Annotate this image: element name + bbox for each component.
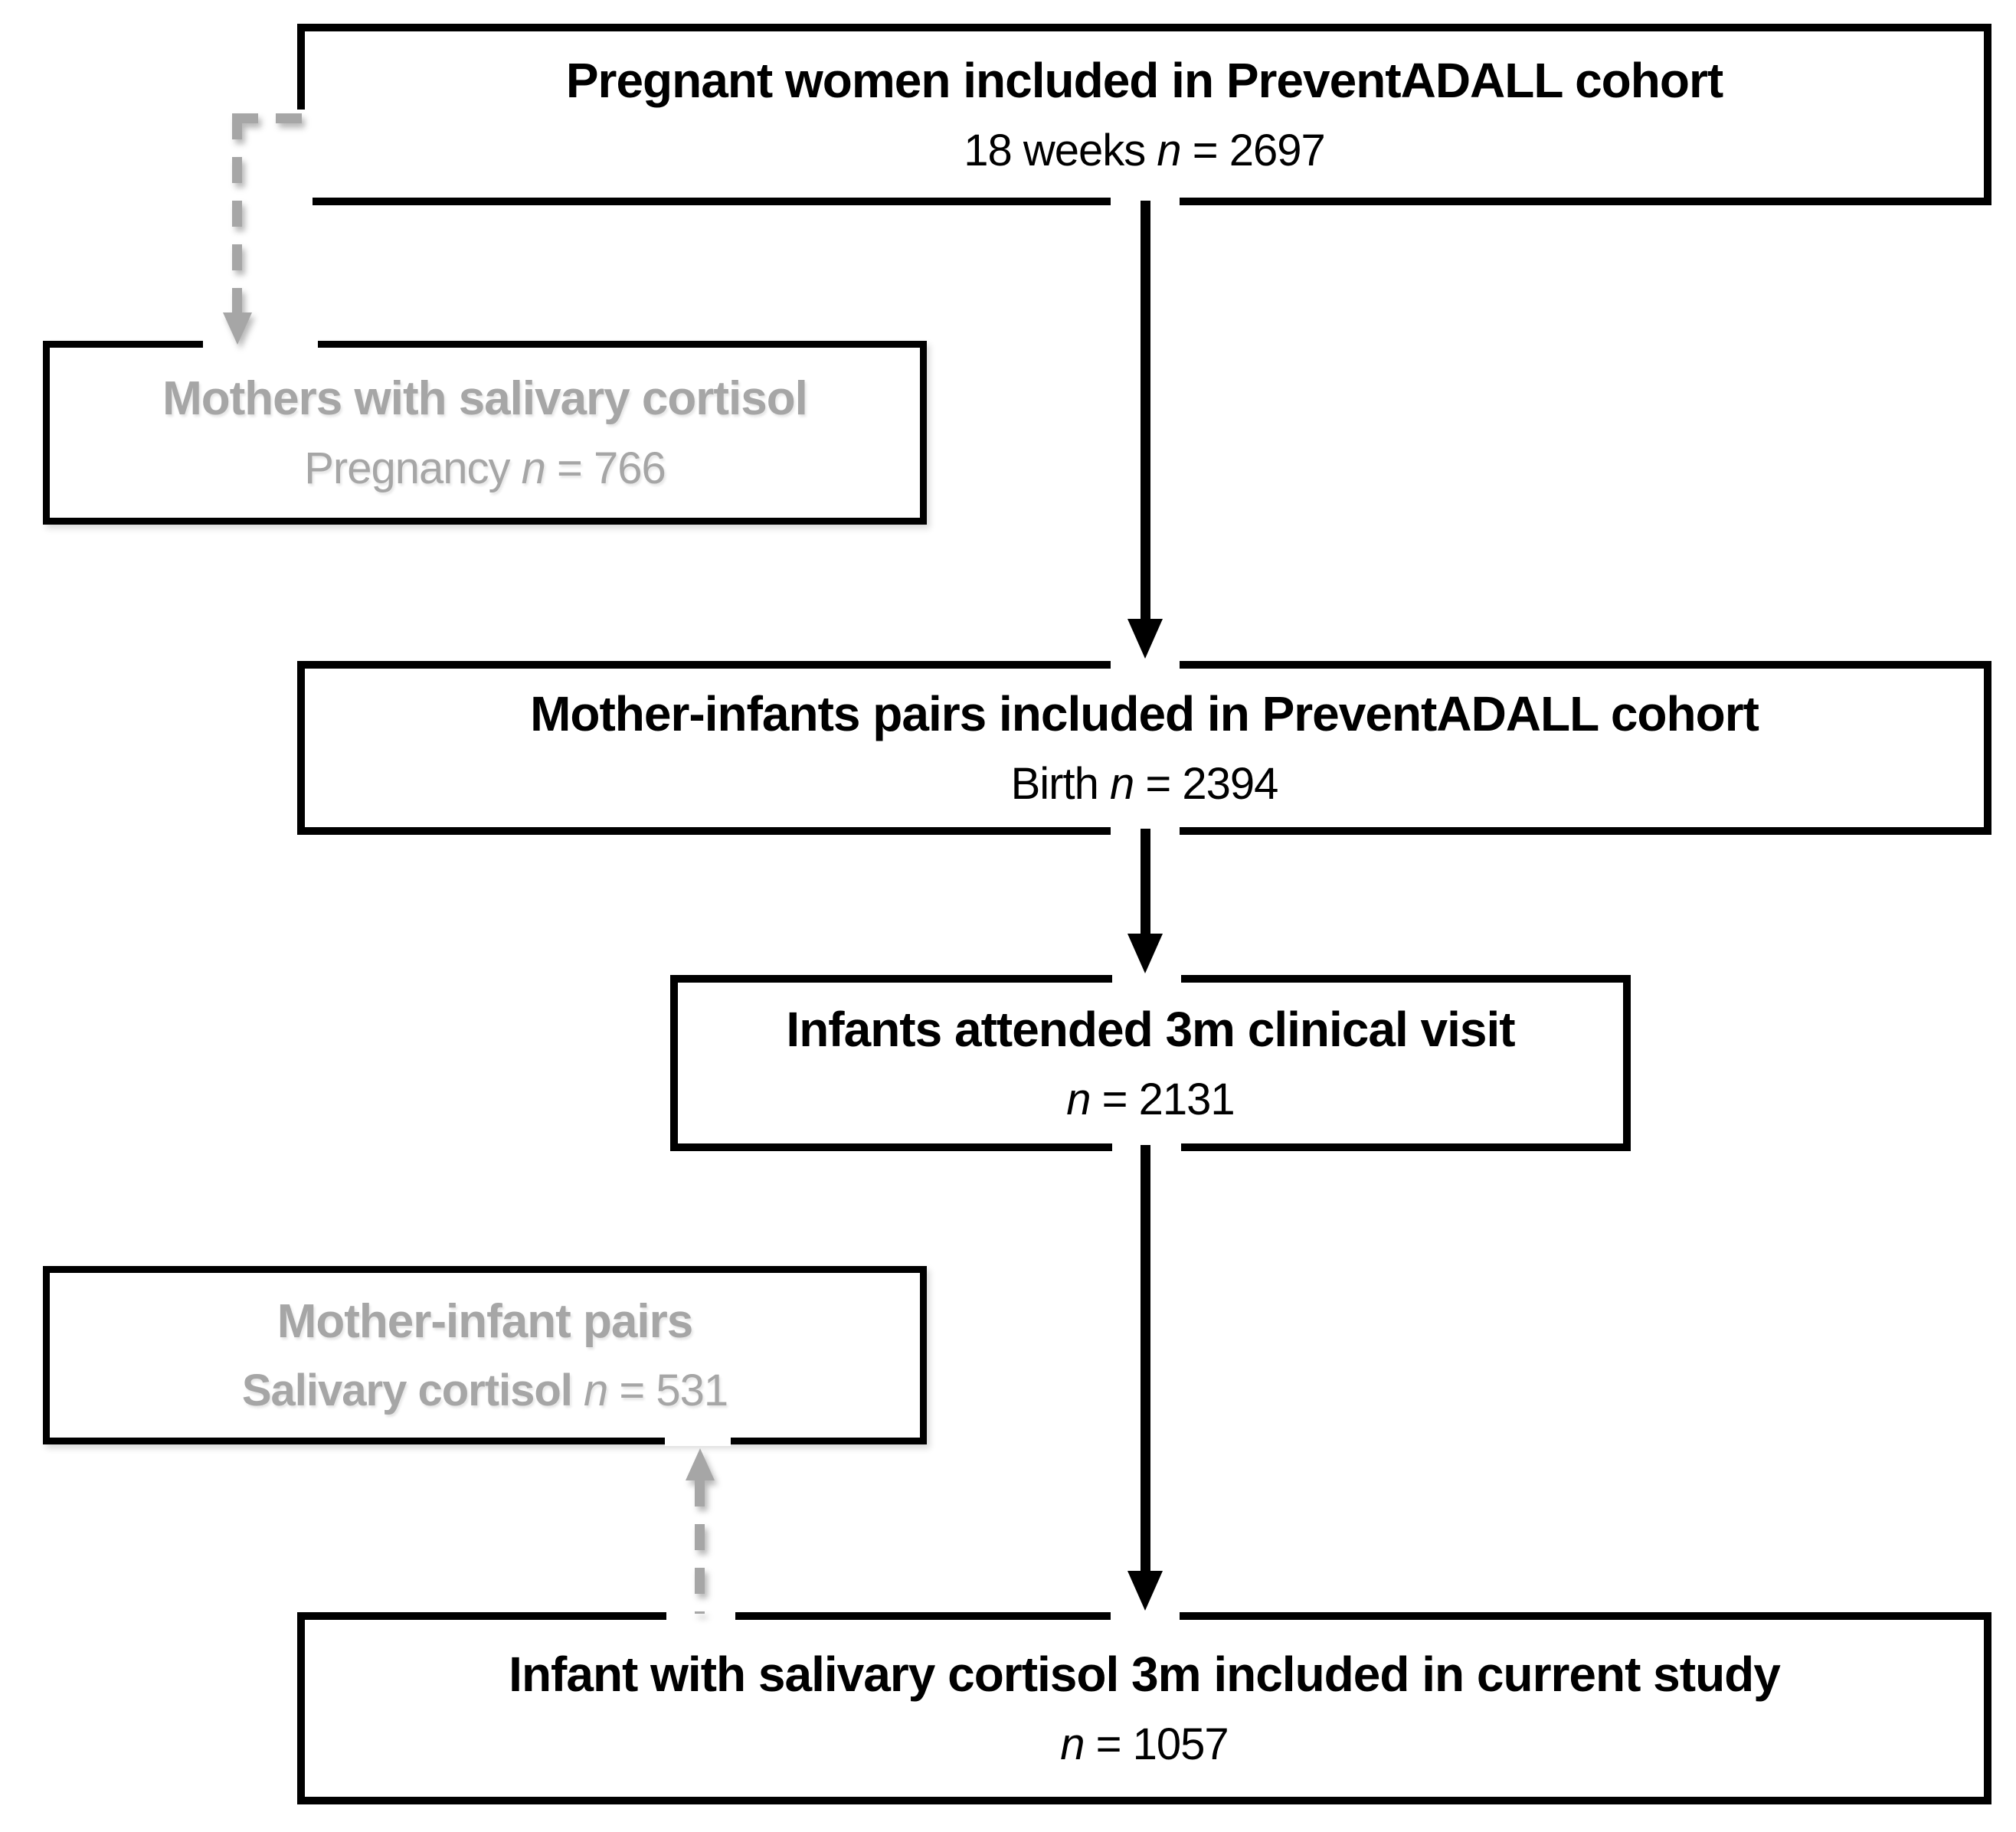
arrowhead-down-icon xyxy=(1127,619,1163,659)
arrow-line xyxy=(1141,201,1150,622)
count-n-symbol: n xyxy=(521,443,546,493)
top-box-border-bottom-right xyxy=(1180,198,1991,205)
box-current-study-count: n = 1057 xyxy=(1060,1717,1229,1773)
count-value: = 2131 xyxy=(1090,1074,1235,1124)
count-value: = 2697 xyxy=(1180,126,1326,176)
border-gap xyxy=(665,1435,731,1446)
count-value: = 2394 xyxy=(1134,759,1278,810)
count-value: = 1057 xyxy=(1084,1719,1229,1770)
count-value: = 531 xyxy=(607,1366,728,1415)
box-infants-3m-visit: Infants attended 3m clinical visit n = 2… xyxy=(670,975,1631,1151)
count-n-symbol: n xyxy=(1157,126,1181,176)
count-prefix: 18 weeks xyxy=(964,126,1157,176)
arrowhead-down-icon xyxy=(1127,934,1163,973)
arrow-line xyxy=(1141,1145,1150,1575)
count-n-symbol: n xyxy=(1109,759,1134,810)
border-gap xyxy=(1111,1611,1180,1621)
box-pairs-salivary-cortisol-count: Salivary cortisol n = 531 xyxy=(242,1363,728,1419)
box-mothers-salivary-cortisol-title: Mothers with salivary cortisol xyxy=(162,372,808,425)
box-mother-infant-pairs-birth-title: Mother-infants pairs included in Prevent… xyxy=(530,686,1759,742)
box-infants-3m-visit-count: n = 2131 xyxy=(1066,1072,1235,1128)
box-pregnant-women-count: 18 weeks n = 2697 xyxy=(964,123,1326,179)
box-mother-infant-pairs-birth: Mother-infants pairs included in Prevent… xyxy=(297,661,1991,835)
box-mothers-salivary-cortisol: Mothers with salivary cortisol Pregnancy… xyxy=(43,341,927,525)
box-infants-3m-visit-title: Infants attended 3m clinical visit xyxy=(786,1001,1515,1057)
count-prefix: Pregnancy xyxy=(304,443,522,493)
top-box-border-top xyxy=(297,24,1991,31)
box-mother-infant-pairs-birth-count: Birth n = 2394 xyxy=(1010,757,1279,813)
count-prefix: Salivary cortisol xyxy=(241,1366,584,1415)
arrow-line xyxy=(1141,829,1150,936)
box-pairs-salivary-cortisol: Mother-infant pairs Salivary cortisol n … xyxy=(43,1266,927,1444)
count-prefix: Birth xyxy=(1010,759,1110,810)
count-n-symbol: n xyxy=(1066,1074,1091,1124)
box-mothers-salivary-cortisol-count: Pregnancy n = 766 xyxy=(304,441,666,497)
border-gap xyxy=(203,339,318,349)
box-current-study-title: Infant with salivary cortisol 3m include… xyxy=(509,1647,1781,1703)
count-value: = 766 xyxy=(545,443,666,493)
arrowhead-up-icon xyxy=(686,1448,715,1480)
box-pairs-salivary-cortisol-title: Mother-infant pairs xyxy=(277,1294,693,1348)
arrowhead-down-icon xyxy=(1127,1571,1163,1611)
top-box-border-bottom-left xyxy=(313,198,1111,205)
top-box-border-left xyxy=(297,24,305,110)
dashed-line-horizontal xyxy=(232,113,305,123)
box-pregnant-women-title: Pregnant women included in PreventADALL … xyxy=(565,53,1723,109)
top-box-border-right xyxy=(1984,24,1991,205)
border-gap xyxy=(1112,973,1181,984)
dashed-line-vertical xyxy=(232,113,242,314)
count-n-symbol: n xyxy=(584,1366,608,1415)
box-current-study: Infant with salivary cortisol 3m include… xyxy=(297,1612,1991,1804)
box-pregnant-women-cohort: Pregnant women included in PreventADALL … xyxy=(305,31,1984,198)
border-gap xyxy=(666,1611,735,1621)
count-n-symbol: n xyxy=(1060,1719,1085,1770)
dashed-line-vertical xyxy=(695,1480,705,1614)
border-gap xyxy=(1111,659,1180,670)
